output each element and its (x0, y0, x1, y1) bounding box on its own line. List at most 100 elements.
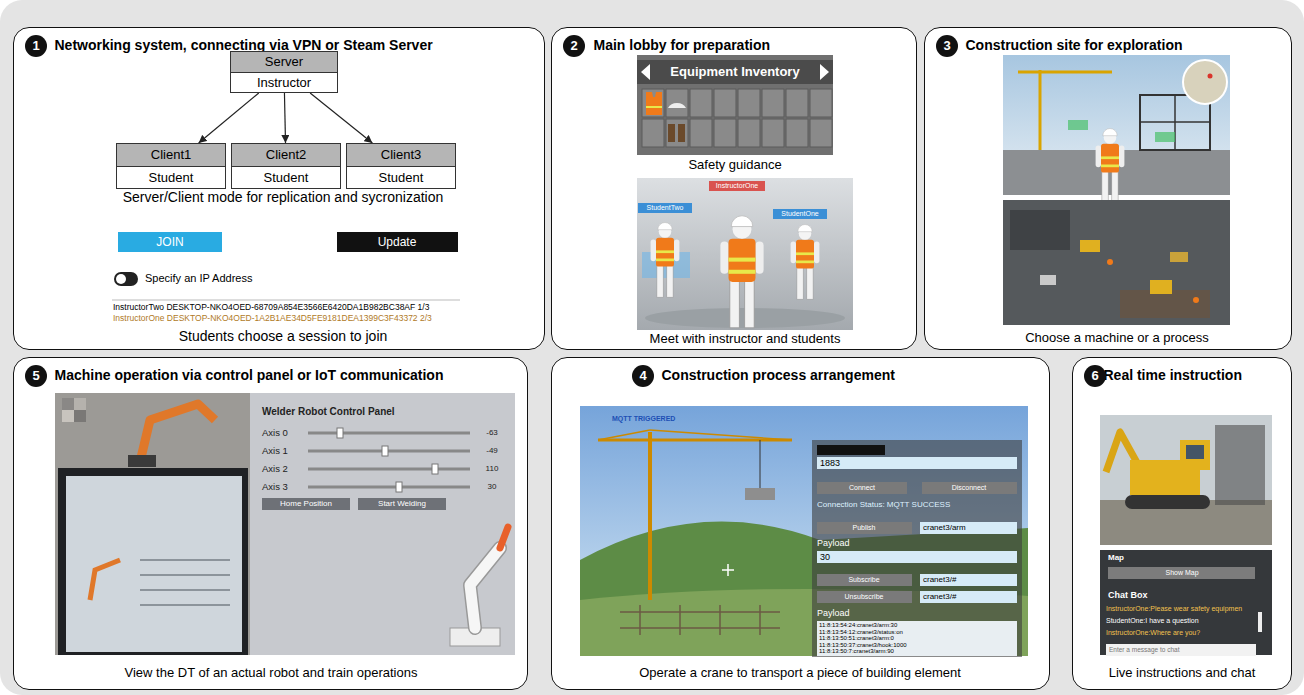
illustration-rect (66, 476, 242, 652)
illustration-rect (13, 27, 545, 350)
illustration-rect (1108, 567, 1255, 579)
illustration-rect (922, 482, 1017, 494)
illustration-rect (817, 551, 1017, 563)
illustration-rect (709, 181, 765, 191)
illustration-circle (116, 274, 126, 284)
axis-value: -49 (486, 446, 498, 456)
server-box: ServerInstructor (230, 51, 338, 93)
illustration-rect (646, 106, 662, 108)
client-box: Client1Student (116, 143, 226, 189)
illustration-line (1039, 70, 1042, 150)
button-label: JOIN (156, 235, 183, 249)
panel-title: Construction site for exploration (966, 37, 1183, 53)
player-tag: StudentOne (781, 210, 818, 218)
illustration-rect (668, 124, 675, 142)
illustration-line (620, 611, 780, 613)
illustration-line (308, 468, 470, 471)
illustration-rect (1186, 445, 1204, 459)
illustration-rect (641, 88, 833, 148)
axis-value: -63 (486, 428, 498, 438)
input-hint: Enter a message to chat (1109, 646, 1179, 654)
axis-value: 110 (486, 464, 499, 474)
callout-number: 3 (943, 39, 950, 53)
panel-title: Main lobby for preparation (594, 37, 771, 53)
button-label: Start Welding (378, 499, 426, 509)
illustration-rect (74, 410, 86, 422)
field-text: 30 (820, 552, 830, 563)
illustration-rect (1180, 440, 1210, 470)
illustration-rect (262, 498, 350, 510)
box-name: Client1 (117, 144, 225, 167)
caption: Operate a crane to transport a piece of … (639, 665, 961, 681)
log-line: 11:8:13:50:51:cranet3/arm:0 (819, 635, 894, 642)
callout-number: 2 (570, 39, 577, 53)
illustration-rect (551, 27, 917, 350)
illustration-rect (58, 468, 248, 655)
illustration-rect (118, 232, 222, 252)
illustration-rect (920, 574, 1017, 586)
illustration-rect (62, 410, 74, 422)
illustration-rect (1150, 280, 1172, 294)
illustration-line (1018, 71, 1112, 74)
field-label: Payload (817, 538, 850, 549)
illustration-line (598, 430, 650, 440)
illustration-circle (1208, 74, 1213, 79)
button-label: Unsubscribe (845, 593, 884, 601)
box-role: Student (347, 167, 455, 189)
illustration-polygon (820, 64, 829, 80)
illustration-rect (745, 488, 775, 500)
session-entry: InstructorTwo DESKTOP-NKO4OED-68709A854E… (113, 302, 429, 312)
caption: Live instructions and chat (1109, 665, 1256, 681)
illustration-rect (13, 357, 528, 690)
caption: Choose a machine or a process (1025, 330, 1209, 346)
illustration-rect (74, 398, 86, 410)
ui-heading: Chat Box (1108, 590, 1148, 601)
callout-number: 5 (25, 365, 47, 387)
illustration-rect (1100, 550, 1272, 655)
panel-title: Construction process arrangement (662, 367, 895, 383)
illustration-rect (1120, 290, 1210, 318)
illustration-path (90, 560, 120, 600)
illustration-rect (62, 398, 74, 410)
panel: Real time instruction6 (1072, 357, 1292, 690)
player-tag: InstructorOne (716, 182, 758, 190)
axis-value: 30 (488, 482, 497, 492)
illustration-rect (1170, 252, 1188, 262)
illustration-rect (396, 482, 402, 492)
field-text: cranet3/# (923, 575, 956, 585)
illustration-path (470, 548, 500, 628)
field-label: Payload (817, 608, 850, 619)
client-box: Client2Student (231, 143, 341, 189)
illustration-rect (358, 498, 446, 510)
arrow-connector (199, 93, 259, 143)
callout-number: 2 (563, 35, 585, 57)
illustration-use (720, 216, 763, 328)
log-line: 11:8:13:54:12:cranet3/status:on (819, 629, 903, 636)
arrow-connector (310, 93, 372, 143)
illustration-rect (1215, 425, 1265, 505)
panel: Construction site for exploration 3 (924, 27, 1292, 350)
callout-number: 6 (1084, 365, 1106, 387)
option-label: Specify an IP Address (145, 272, 252, 285)
arrow-connector (284, 93, 285, 143)
panel-title: Machine operation via control panel or I… (55, 367, 444, 383)
box-name: Server (231, 52, 337, 73)
illustration-use (791, 225, 820, 300)
chat-line: InstructorOne:Please wear safety equipme… (1106, 605, 1242, 613)
log-line: 11:8:13:50:37:cranet3/hook:1000 (819, 642, 907, 649)
player-tag: StudentTwo (647, 204, 684, 212)
button-label: Subscribe (848, 576, 879, 584)
illustration-line (648, 432, 652, 600)
illustration-rect (812, 440, 1022, 657)
caption: Server/Client mode for replication and s… (123, 189, 444, 206)
axis-label: Axis 3 (262, 481, 288, 492)
illustration-rect (817, 591, 912, 603)
illustration-line (308, 486, 470, 489)
illustration-line (140, 574, 230, 576)
callout-number: 1 (32, 39, 39, 53)
caption: Meet with instructor and students (650, 331, 841, 347)
illustration-rect (678, 124, 685, 142)
